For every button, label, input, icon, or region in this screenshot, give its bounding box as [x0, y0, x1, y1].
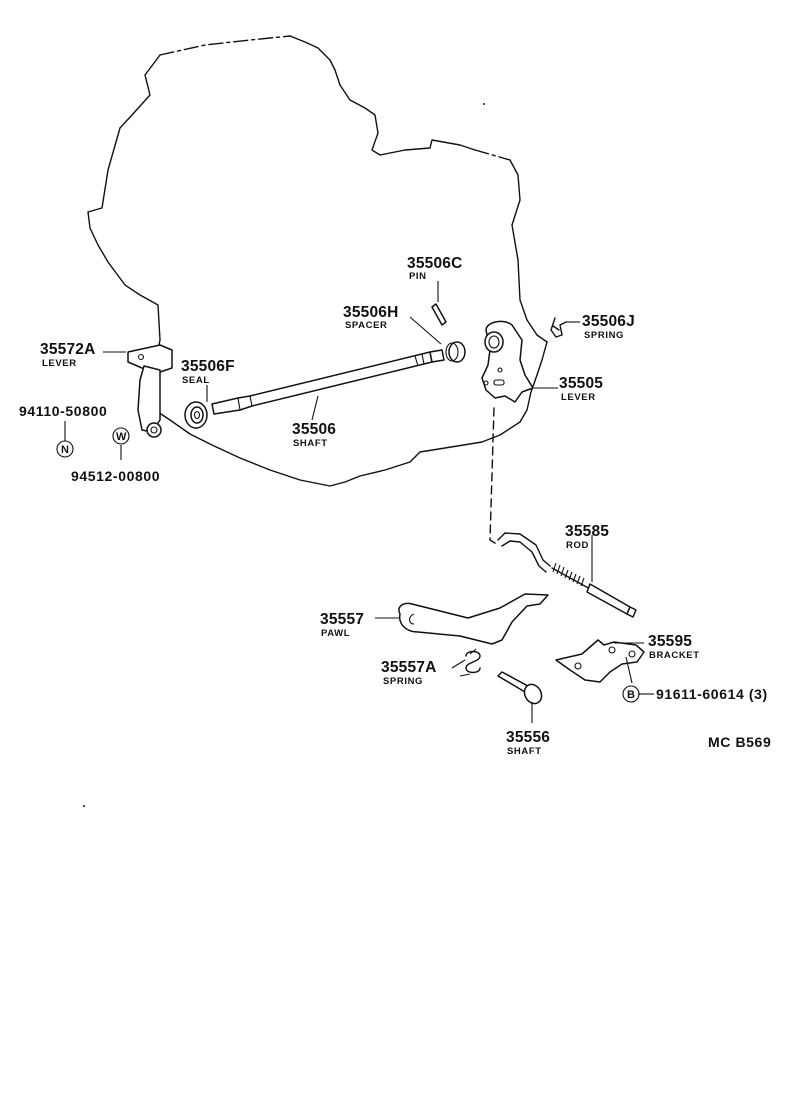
- part-number-35505: 35505: [559, 375, 603, 392]
- part-number-35557: 35557: [320, 611, 364, 628]
- part-number-35585: 35585: [565, 523, 609, 540]
- lever-35572A-part: [127, 344, 173, 438]
- speck: [83, 805, 85, 807]
- diagram-code: MC B569: [708, 734, 771, 750]
- pawl-35557-part: [398, 593, 549, 645]
- label-35505: 35505 LEVER: [559, 375, 603, 403]
- marker-circle-b: [622, 685, 640, 703]
- marker-letter-b: B: [627, 689, 635, 701]
- part-name-lever: LEVER: [42, 358, 77, 369]
- label-35506C: 35506C PIN: [407, 255, 463, 282]
- part-name-lever: LEVER: [561, 392, 596, 403]
- part-number-35506H: 35506H: [343, 304, 399, 321]
- label-94110: 94110-50800 N: [19, 403, 107, 458]
- bracket-35595-part: [555, 639, 645, 683]
- part-name-bracket: BRACKET: [649, 650, 700, 661]
- marker-circle-w: [112, 427, 130, 445]
- rod-35585-part: [497, 532, 637, 618]
- speck: [483, 103, 485, 105]
- part-name-shaft: SHAFT: [293, 438, 328, 449]
- label-35557: 35557 PAWL: [320, 611, 364, 639]
- part-name-spring: SPRING: [584, 330, 624, 341]
- label-35506: 35506 SHAFT: [292, 421, 336, 449]
- part-number-35557A: 35557A: [381, 659, 437, 676]
- shaft-35556-part: [497, 671, 543, 705]
- part-number-35572A: 35572A: [40, 341, 96, 358]
- seal-35506F-part: [184, 401, 208, 429]
- label-35557A: 35557A SPRING: [381, 659, 437, 687]
- part-name-shaft: SHAFT: [507, 746, 542, 757]
- label-35572A: 35572A LEVER: [40, 341, 96, 369]
- label-91611: B 91611-60614 (3): [622, 685, 768, 703]
- spring-35557A-part: [459, 648, 481, 677]
- part-number-94110-50800: 94110-50800: [19, 403, 107, 419]
- part-name-seal: SEAL: [182, 375, 210, 386]
- label-35506F: 35506F SEAL: [181, 358, 235, 386]
- part-number-35506F: 35506F: [181, 358, 235, 375]
- spacer-35506H-part: [445, 341, 466, 363]
- part-number-35556: 35556: [506, 729, 550, 746]
- part-name-pin: PIN: [409, 271, 427, 282]
- part-name-spring: SPRING: [383, 676, 423, 687]
- label-35556: 35556 SHAFT: [506, 729, 550, 757]
- rod-connection-dashed-line: [489, 407, 499, 546]
- marker-circle-n: [56, 440, 74, 458]
- part-number-35506C: 35506C: [407, 255, 463, 272]
- marker-letter-w: W: [116, 431, 127, 443]
- lever-35505-part: [481, 320, 534, 403]
- part-name-spacer: SPACER: [345, 320, 388, 331]
- label-35506H: 35506H SPACER: [343, 304, 399, 331]
- shaft-35506-part: [211, 349, 445, 415]
- part-name-rod: ROD: [566, 540, 589, 551]
- label-35595: 35595 BRACKET: [648, 633, 700, 661]
- part-number-35595: 35595: [648, 633, 692, 650]
- label-94512: W 94512-00800: [71, 427, 160, 484]
- marker-letter-n: N: [61, 444, 69, 456]
- leader-lines: [64, 281, 654, 723]
- part-number-91611-60614: 91611-60614 (3): [656, 686, 768, 702]
- spring-35506J-part: [550, 317, 567, 338]
- part-number-35506J: 35506J: [582, 313, 635, 330]
- transmission-case-outline: [87, 35, 548, 487]
- pin-35506C-part: [431, 303, 447, 326]
- part-name-pawl: PAWL: [321, 628, 350, 639]
- label-35585: 35585 ROD: [565, 523, 609, 551]
- part-number-94512-00800: 94512-00800: [71, 468, 160, 484]
- part-number-35506: 35506: [292, 421, 336, 438]
- label-35506J: 35506J SPRING: [582, 313, 635, 341]
